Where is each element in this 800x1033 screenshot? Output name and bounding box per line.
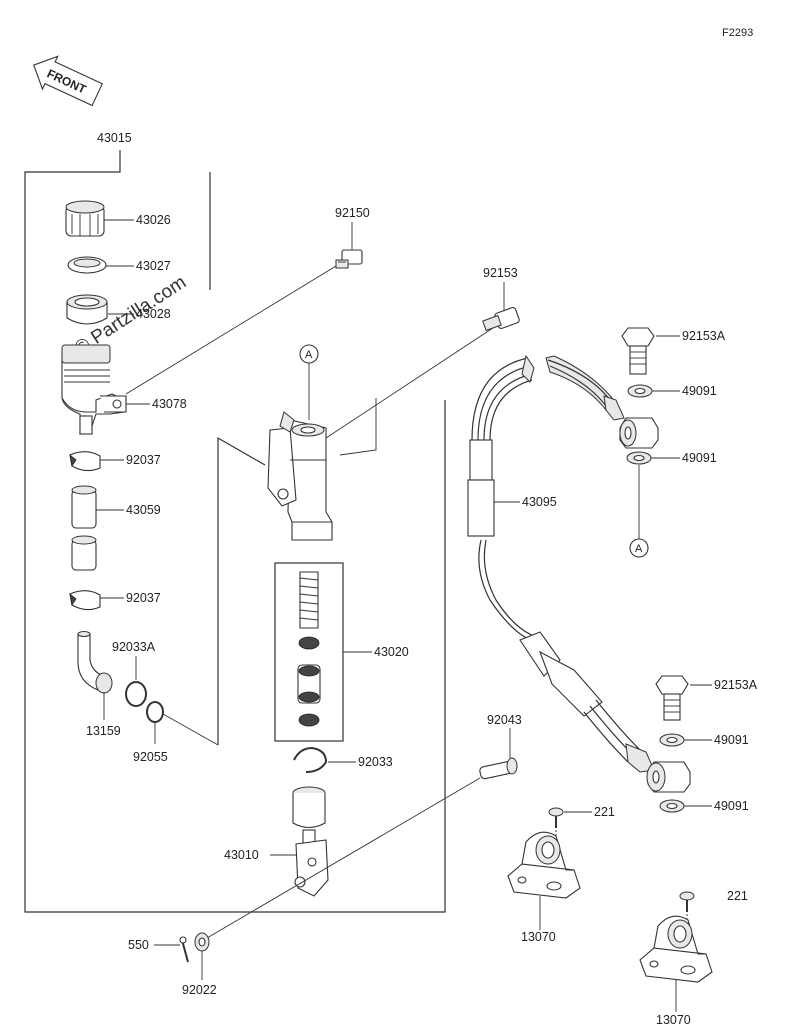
elbow-fitting: [77, 631, 113, 694]
label-43027: 43027: [136, 259, 171, 273]
ref-marker-a-right: [629, 538, 649, 558]
label-92153: 92153: [483, 266, 518, 280]
washer-92022: [194, 932, 210, 952]
label-550: 550: [128, 938, 149, 952]
ref-marker-a-top-label: A: [305, 349, 313, 361]
figure-code: F2293: [722, 27, 753, 39]
label-43015: 43015: [97, 131, 132, 145]
bolt-92150: [335, 249, 363, 269]
label-49091-d: 49091: [714, 799, 749, 813]
reservoir-plate: [67, 256, 107, 274]
label-92037-lower: 92037: [126, 591, 161, 605]
circlip-92033A: [125, 681, 147, 707]
label-92043: 92043: [487, 713, 522, 727]
brake-hose: [467, 354, 655, 773]
screw-221-b: [679, 891, 695, 912]
reservoir-diaphragm: [66, 294, 108, 325]
label-13159: 13159: [86, 724, 121, 738]
push-rod: [292, 786, 329, 897]
hose-clamp-upper: [69, 451, 101, 472]
label-92033A: 92033A: [112, 640, 156, 654]
circlip-92033: [293, 746, 328, 773]
label-49091-c: 49091: [714, 733, 749, 747]
washer-49091-a: [627, 384, 653, 398]
label-13070-b: 13070: [656, 1013, 691, 1027]
label-13070-a: 13070: [521, 930, 556, 944]
o-ring-92055: [146, 701, 164, 723]
hose-clamp-13070-b: [639, 915, 713, 983]
label-92153A-upper: 92153A: [682, 329, 726, 343]
assembly-frame-43015: [24, 150, 446, 913]
label-49091-a: 49091: [682, 384, 717, 398]
piston-kit-parts: [297, 571, 321, 727]
label-221-b: 221: [727, 889, 748, 903]
hose-clamp-lower: [69, 590, 101, 611]
label-221-a: 221: [594, 805, 615, 819]
label-43095: 43095: [522, 495, 557, 509]
washer-49091-c: [659, 733, 685, 747]
cotter-pin: [179, 936, 189, 963]
reservoir-body: [61, 344, 127, 435]
washer-49091-d: [659, 799, 685, 813]
label-43078: 43078: [152, 397, 187, 411]
label-43020: 43020: [374, 645, 409, 659]
ref-marker-a-right-label: A: [635, 543, 643, 555]
bolt-92153A-upper: [621, 327, 655, 375]
screw-221-a: [548, 807, 564, 828]
bolt-92153A-lower: [655, 675, 689, 721]
label-92055: 92055: [133, 750, 168, 764]
front-direction-badge: FRONT: [33, 55, 103, 107]
label-49091-b: 49091: [682, 451, 717, 465]
label-43026: 43026: [136, 213, 171, 227]
bolt-92153: [482, 307, 520, 332]
label-92022: 92022: [182, 983, 217, 997]
label-43028: 43028: [136, 307, 171, 321]
washer-49091-b: [626, 451, 652, 465]
assembly-frame-inner-2: [217, 436, 266, 745]
label-92153A-lower: 92153A: [714, 678, 758, 692]
reservoir-hose: [71, 485, 97, 571]
reservoir-cap: [65, 200, 105, 237]
label-43010: 43010: [224, 848, 259, 862]
clevis-pin: [479, 757, 518, 780]
label-92150: 92150: [335, 206, 370, 220]
banjo-fitting-upper: [619, 417, 659, 449]
banjo-fitting-lower: [646, 761, 691, 793]
label-92037-upper: 92037: [126, 453, 161, 467]
master-cylinder-body: [267, 411, 333, 541]
label-92033: 92033: [358, 755, 393, 769]
hose-clamp-13070-a: [507, 831, 581, 899]
label-43059: 43059: [126, 503, 161, 517]
